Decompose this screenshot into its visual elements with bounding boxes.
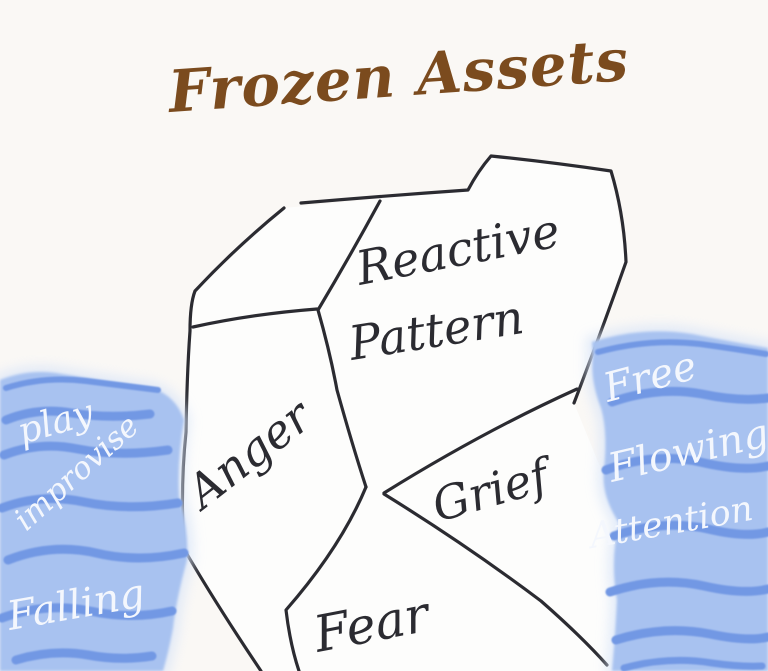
water-left-waves: [0, 376, 189, 665]
wave-stroke: [620, 656, 766, 671]
iceberg: [180, 154, 642, 671]
wave-stroke: [595, 339, 768, 357]
facet-divider-reactive-left: [316, 199, 382, 489]
facet-divider-anger-fear: [284, 485, 368, 671]
facet-divider-grief-top: [382, 387, 579, 495]
water-left: [0, 366, 194, 671]
wave-stroke: [0, 441, 173, 460]
wave-stroke: [611, 626, 768, 645]
wave-stroke: [11, 648, 157, 665]
facet-divider-shoulder-horizontal: [191, 307, 319, 329]
wave-stroke: [3, 376, 161, 393]
iceberg-body: [184, 156, 642, 671]
facet-divider-grief-fear: [382, 492, 609, 667]
iceberg-outline-top-right: [299, 154, 628, 405]
wave-stroke: [1, 406, 155, 425]
wave-stroke: [0, 494, 183, 513]
wave-stroke: [3, 544, 189, 565]
iceberg-outline-left: [180, 206, 286, 671]
wave-stroke: [607, 386, 768, 407]
water-right: [585, 325, 768, 671]
water-right-waves: [595, 339, 768, 671]
iceberg-ink-lines: [180, 154, 628, 671]
wave-stroke: [609, 520, 768, 541]
wave-stroke: [601, 453, 768, 475]
wave-stroke: [0, 603, 177, 623]
wave-stroke: [605, 577, 768, 597]
